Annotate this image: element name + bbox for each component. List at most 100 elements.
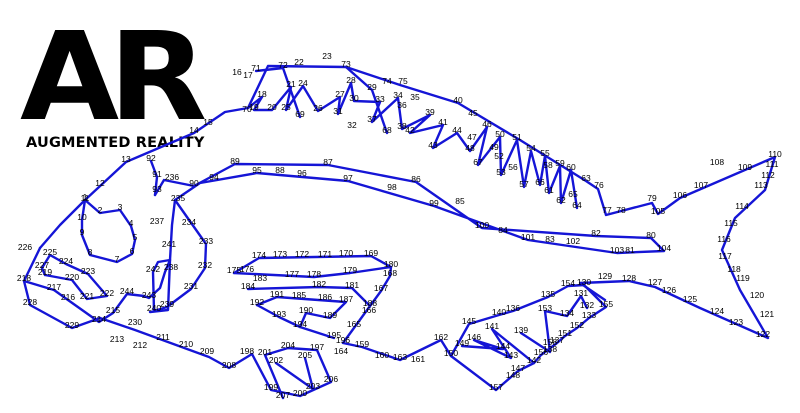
point-label-146: 146 bbox=[467, 332, 481, 342]
point-label-159: 159 bbox=[355, 339, 369, 349]
point-label-199: 199 bbox=[264, 382, 278, 392]
point-label-143: 143 bbox=[504, 350, 518, 360]
point-label-244: 244 bbox=[120, 286, 134, 296]
point-label-227: 227 bbox=[35, 260, 49, 270]
point-label-149: 149 bbox=[455, 338, 469, 348]
point-label-40: 40 bbox=[453, 95, 463, 105]
point-label-188: 188 bbox=[363, 298, 377, 308]
point-label-195: 195 bbox=[327, 330, 341, 340]
point-label-18: 18 bbox=[257, 89, 267, 99]
point-label-134: 134 bbox=[560, 308, 574, 318]
point-label-153: 153 bbox=[538, 303, 552, 313]
point-label-206: 206 bbox=[324, 374, 338, 384]
point-label-228: 228 bbox=[23, 297, 37, 307]
point-label-215: 215 bbox=[106, 305, 120, 315]
point-label-210: 210 bbox=[179, 339, 193, 349]
point-label-187: 187 bbox=[339, 294, 353, 304]
point-label-182: 182 bbox=[312, 279, 326, 289]
point-label-204: 204 bbox=[281, 340, 295, 350]
outline-stroke-23 bbox=[254, 66, 302, 119]
point-label-98: 98 bbox=[387, 182, 397, 192]
logo-title: AR bbox=[20, 6, 207, 148]
point-label-88: 88 bbox=[275, 165, 285, 175]
point-label-127: 127 bbox=[648, 277, 662, 287]
outline-stroke-5 bbox=[148, 162, 666, 314]
point-label-2: 2 bbox=[98, 205, 103, 215]
point-label-96: 96 bbox=[297, 168, 307, 178]
point-label-239: 239 bbox=[160, 299, 174, 309]
point-label-104: 104 bbox=[657, 243, 671, 253]
point-label-197: 197 bbox=[310, 342, 324, 352]
point-label-14: 14 bbox=[189, 125, 199, 135]
point-label-164: 164 bbox=[334, 346, 348, 356]
point-label-77: 77 bbox=[602, 205, 612, 215]
point-label-133: 133 bbox=[582, 310, 596, 320]
point-label-1: 1 bbox=[83, 192, 88, 202]
point-label-130: 130 bbox=[577, 277, 591, 287]
point-label-220: 220 bbox=[65, 272, 79, 282]
point-label-168: 168 bbox=[383, 268, 397, 278]
point-label-218: 218 bbox=[17, 273, 31, 283]
point-label-75: 75 bbox=[398, 76, 408, 86]
point-label-63: 63 bbox=[581, 173, 591, 183]
point-label-116: 116 bbox=[717, 234, 731, 244]
point-label-107: 107 bbox=[694, 180, 708, 190]
point-label-172: 172 bbox=[295, 249, 309, 259]
point-label-97: 97 bbox=[343, 173, 353, 183]
point-label-209: 209 bbox=[200, 346, 214, 356]
point-label-29: 29 bbox=[367, 82, 377, 92]
outline-stroke-11 bbox=[22, 279, 56, 292]
point-label-152: 152 bbox=[570, 320, 584, 330]
point-label-194: 194 bbox=[293, 319, 307, 329]
point-label-12: 12 bbox=[95, 178, 105, 188]
outline-stroke-4 bbox=[98, 316, 254, 370]
point-label-49: 49 bbox=[489, 142, 499, 152]
point-label-69: 69 bbox=[295, 109, 305, 119]
point-label-31: 31 bbox=[333, 106, 343, 116]
point-label-84: 84 bbox=[498, 225, 508, 235]
outline-stroke-6 bbox=[165, 198, 208, 309]
point-label-33: 33 bbox=[375, 94, 385, 104]
point-label-180: 180 bbox=[384, 259, 398, 269]
point-label-102: 102 bbox=[566, 236, 580, 246]
point-label-158: 158 bbox=[543, 337, 557, 347]
point-label-230: 230 bbox=[128, 317, 142, 327]
point-label-192: 192 bbox=[250, 297, 264, 307]
outline-stroke-8 bbox=[80, 198, 137, 264]
point-label-118: 118 bbox=[727, 264, 741, 274]
point-label-243: 243 bbox=[142, 290, 156, 300]
point-label-59: 59 bbox=[555, 158, 565, 168]
point-label-214: 214 bbox=[92, 314, 106, 324]
point-label-6: 6 bbox=[130, 246, 135, 256]
point-label-196: 196 bbox=[336, 335, 350, 345]
point-label-9: 9 bbox=[80, 227, 85, 237]
point-label-211: 211 bbox=[156, 332, 170, 342]
point-label-86: 86 bbox=[411, 174, 421, 184]
point-label-43: 43 bbox=[428, 140, 438, 150]
point-label-57: 57 bbox=[519, 179, 529, 189]
outline-stroke-24 bbox=[344, 65, 389, 135]
point-label-150: 150 bbox=[444, 348, 458, 358]
point-label-124: 124 bbox=[710, 306, 724, 316]
point-label-189: 189 bbox=[323, 310, 337, 320]
point-label-79: 79 bbox=[647, 193, 657, 203]
point-label-24: 24 bbox=[298, 78, 308, 88]
point-label-17: 17 bbox=[243, 70, 253, 80]
point-label-231: 231 bbox=[184, 281, 198, 291]
point-label-110: 110 bbox=[768, 149, 782, 159]
outline-stroke-2 bbox=[246, 64, 777, 340]
point-label-112: 112 bbox=[761, 170, 775, 180]
point-label-21: 21 bbox=[286, 79, 296, 89]
point-label-126: 126 bbox=[662, 285, 676, 295]
point-label-58: 58 bbox=[543, 160, 553, 170]
point-label-113: 113 bbox=[754, 180, 768, 190]
point-label-55: 55 bbox=[540, 148, 550, 158]
point-label-191: 191 bbox=[270, 289, 284, 299]
outline-stroke-17 bbox=[250, 346, 333, 400]
point-label-171: 171 bbox=[318, 249, 332, 259]
point-label-53: 53 bbox=[496, 167, 506, 177]
point-label-92: 92 bbox=[146, 153, 156, 163]
point-label-48: 48 bbox=[465, 143, 475, 153]
